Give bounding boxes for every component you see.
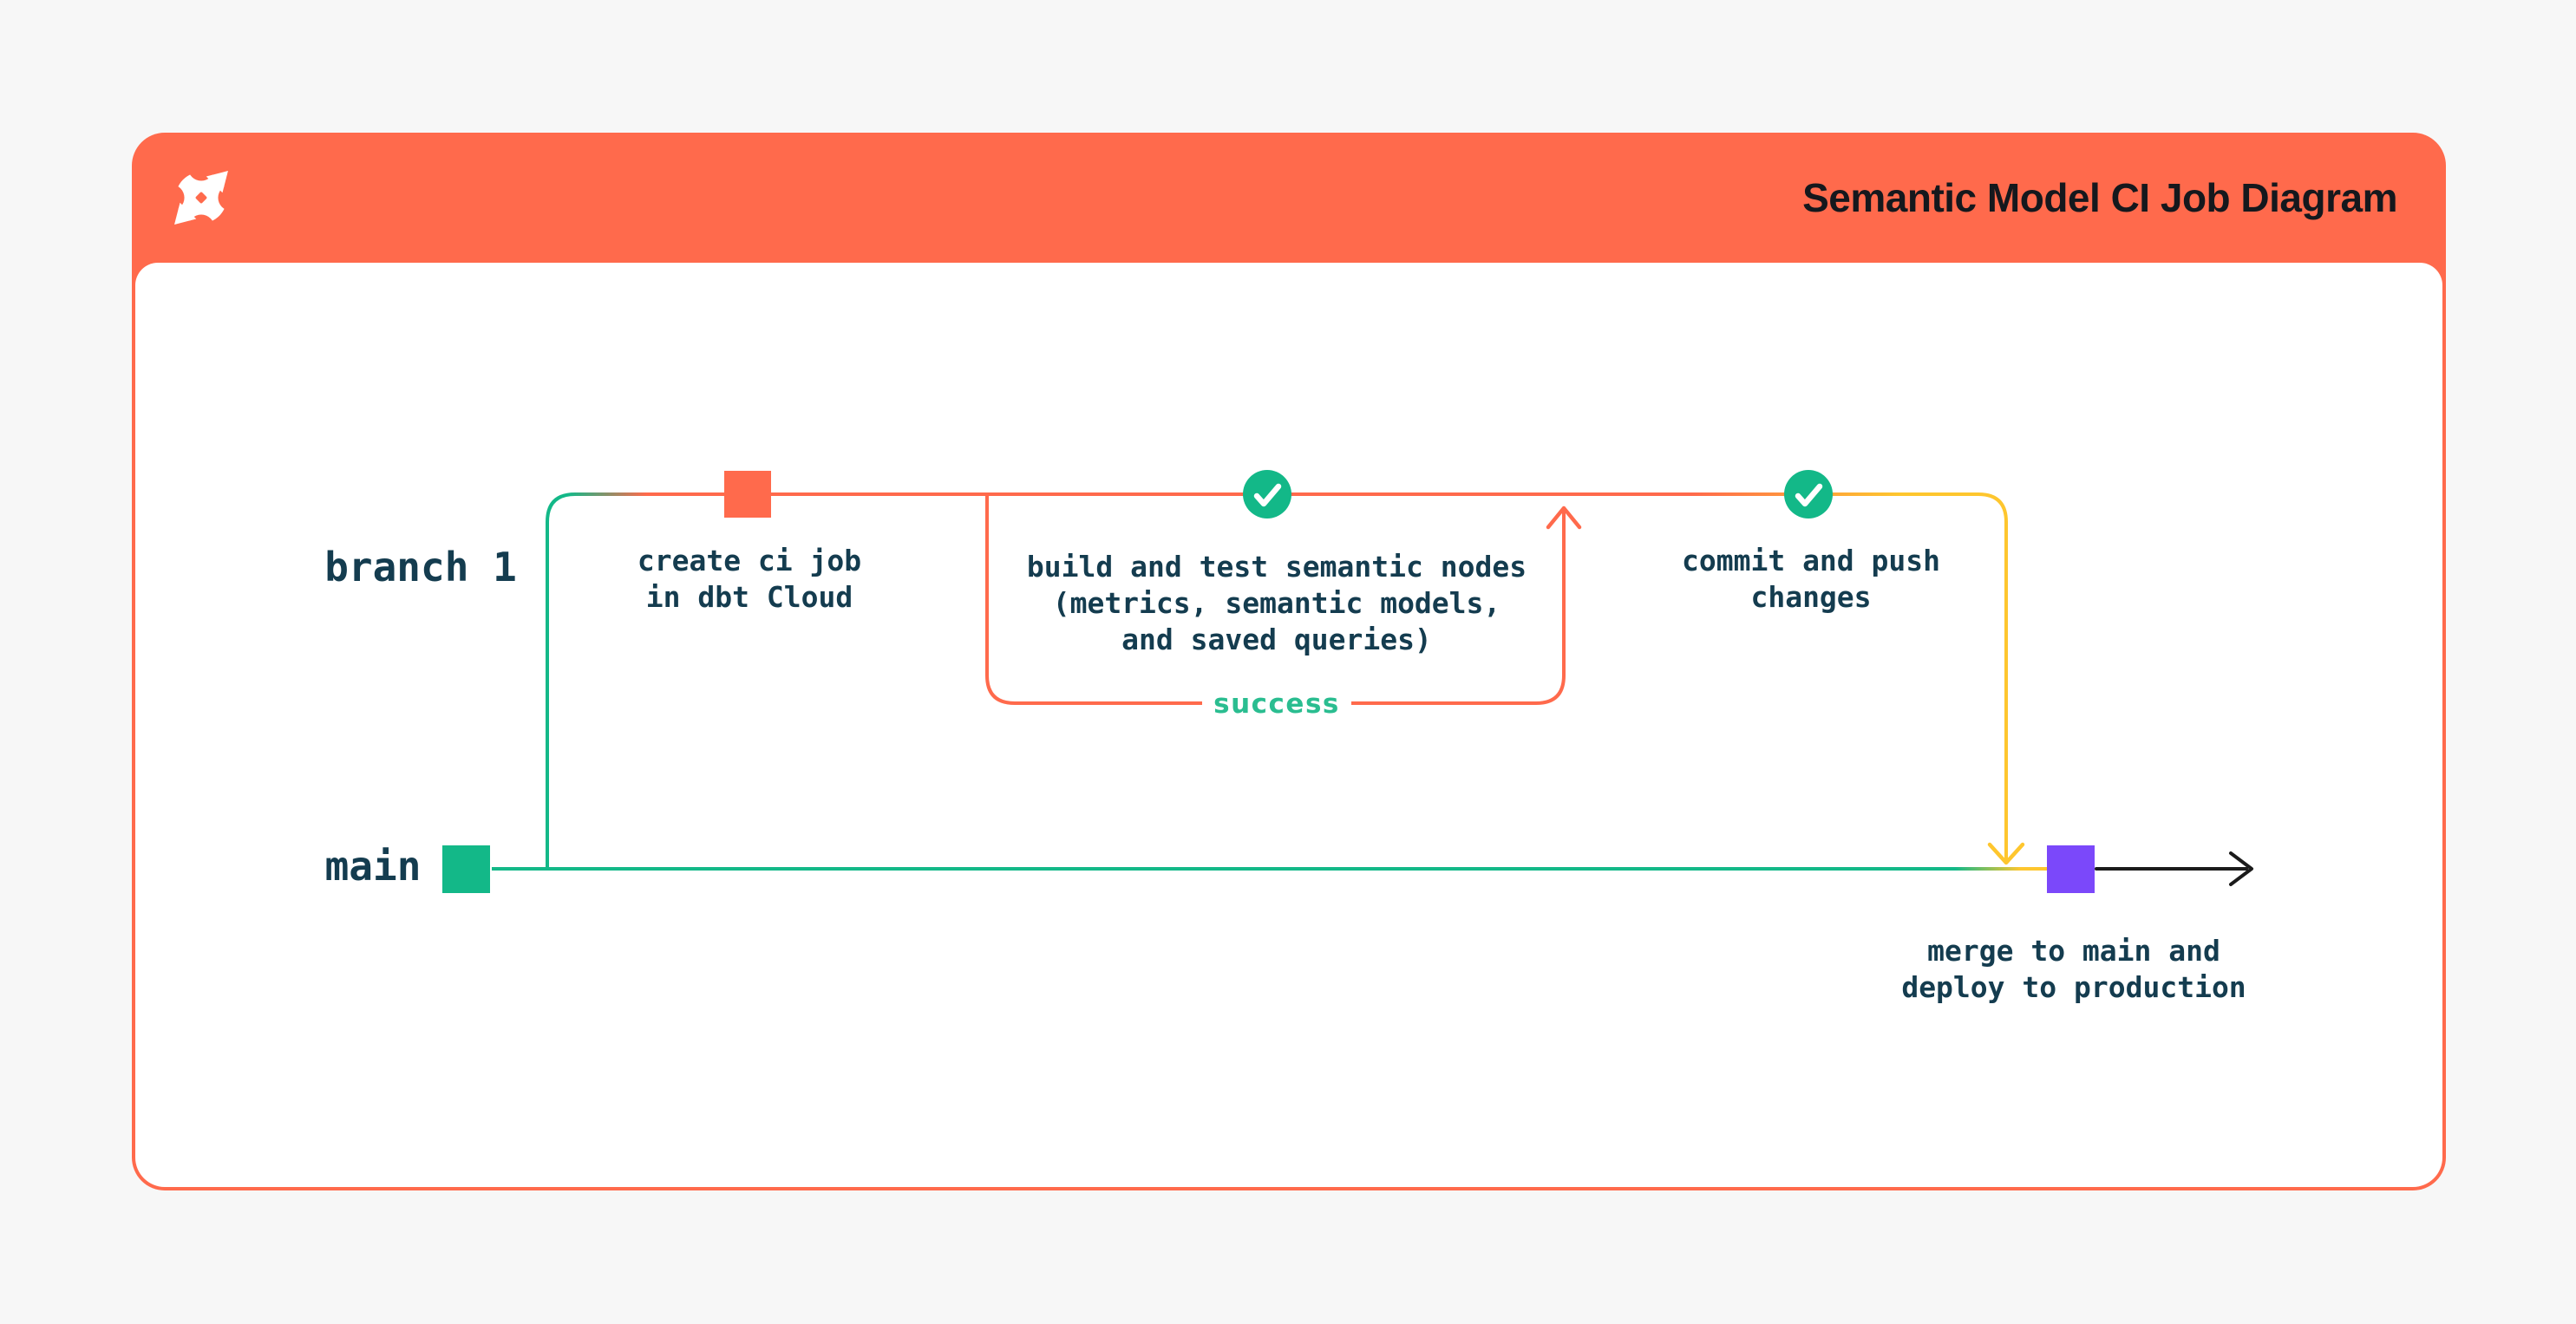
node-label-line: build and test semantic nodes [1026,550,1527,584]
node-label-build-test: build and test semantic nodes (metrics, … [1027,549,1527,658]
merge-commit-square [2047,845,2095,893]
node-label-line: merge to main and [1927,934,2220,968]
success-label: success [1213,688,1340,720]
node-label-merge-deploy: merge to main and deploy to production [1901,933,2246,1006]
node-label-line: deploy to production [1901,970,2246,1004]
node-label-line: create ci job [637,544,862,577]
build-check-circle-icon [1243,470,1291,519]
dbt-logo-tip [206,171,228,193]
merge-arrow-down-icon [1987,842,2025,865]
success-loop-left [985,496,1202,705]
node-label-line: (metrics, semantic models, [1052,586,1501,620]
commit-check-circle-icon [1784,470,1833,519]
build-checkmark-icon [1253,483,1282,507]
node-label-commit-push: commit and push changes [1682,543,1940,616]
success-loop-right [1351,510,1566,705]
dbt-logo-tip [174,202,197,225]
node-label-line: in dbt Cloud [645,580,853,614]
card-header: Semantic Model CI Job Diagram [132,133,2446,263]
dbt-logo-diamond [195,192,207,204]
node-label-line: commit and push [1681,544,1941,577]
success-arrow-up-icon [1546,505,1582,530]
node-label-create-ci: create ci job in dbt Cloud [637,543,861,616]
production-arrow-icon [2229,851,2253,886]
node-label-line: changes [1750,580,1872,614]
main-commit-square [442,845,490,893]
dbt-logo-icon [170,166,232,229]
node-label-line: and saved queries) [1121,623,1432,656]
main-lane-label: main [324,843,422,890]
card-body [135,263,2442,1187]
commit-checkmark-icon [1795,483,1823,507]
diagram-card: Semantic Model CI Job Diagram [132,133,2446,1190]
page-title: Semantic Model CI Job Diagram [1802,175,2397,220]
create-ci-commit-square [724,471,771,518]
branch-lane-label: branch 1 [324,544,517,590]
